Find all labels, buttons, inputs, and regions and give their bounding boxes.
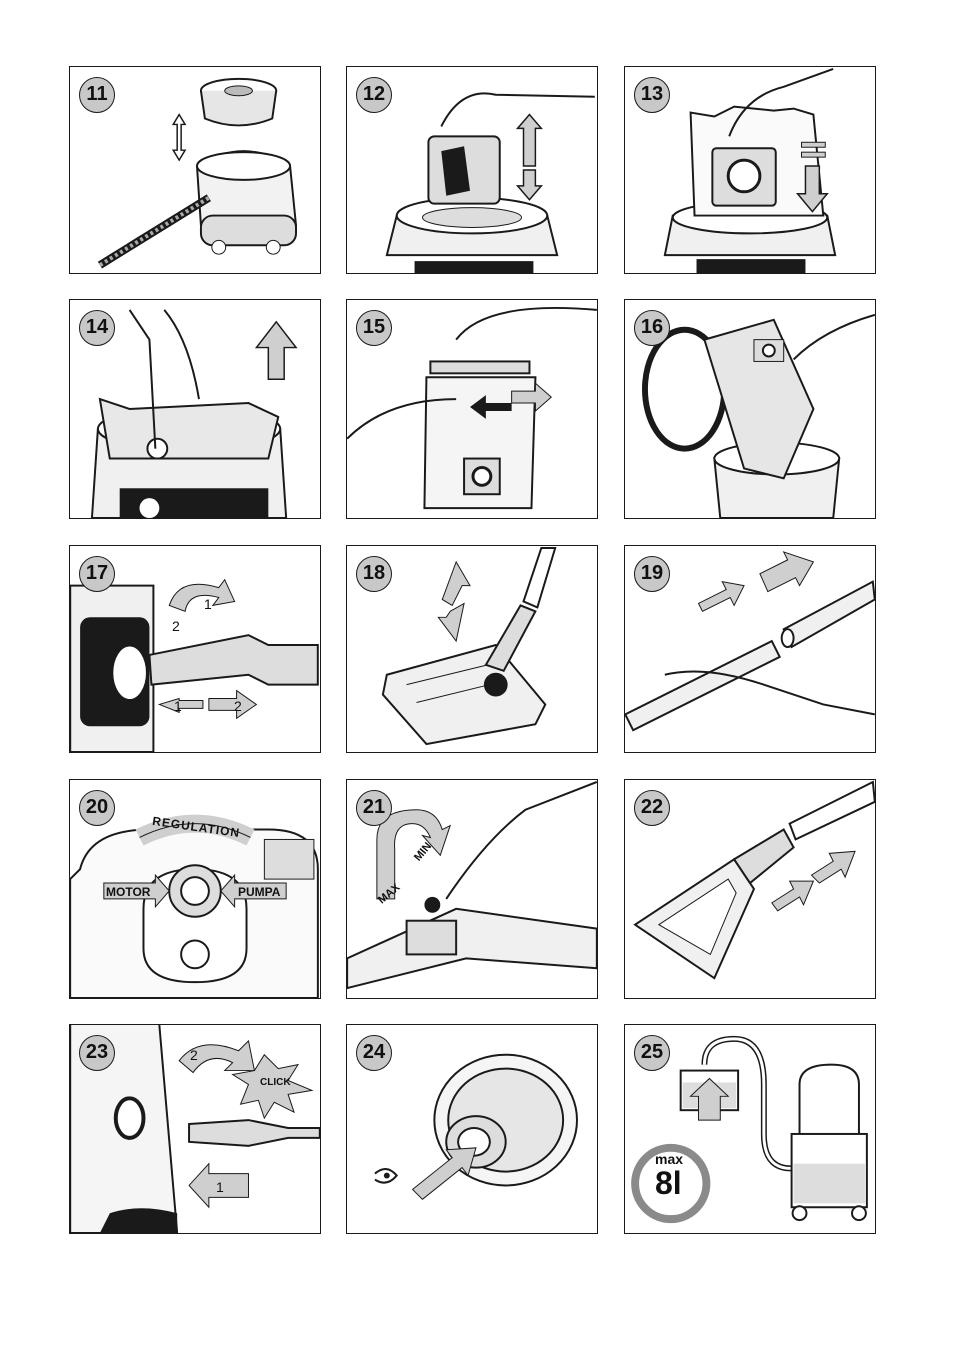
illustration-extension-tubes: [625, 551, 875, 732]
illustration-bag-slider: [347, 306, 597, 510]
illustration-check-filter: [374, 1053, 578, 1200]
panel-25: 25 max 8l: [624, 1024, 876, 1234]
step-badge: 20: [79, 790, 115, 826]
max-volume-label: 8l: [655, 1165, 682, 1201]
step-badge: 15: [356, 310, 392, 346]
step-badge: 19: [634, 556, 670, 592]
motor-label: MOTOR: [106, 885, 151, 899]
illustration-floor-nozzle: [381, 546, 557, 746]
step-number-2: 2: [190, 1047, 198, 1063]
step-number-1-bottom: 1: [174, 698, 182, 714]
step-badge: 22: [634, 790, 670, 826]
panel-14: 14: [69, 299, 321, 519]
panel-18: 18: [346, 545, 598, 753]
click-label: CLICK: [260, 1077, 291, 1088]
step-badge: 21: [356, 790, 392, 826]
step-badge: 23: [79, 1035, 115, 1071]
step-badge: 12: [356, 77, 392, 113]
illustration-remove-filter-cartridge: [385, 92, 595, 273]
panel-15: 15: [346, 299, 598, 519]
panel-24: 24: [346, 1024, 598, 1234]
step-badge: 11: [79, 77, 115, 113]
step-badge: 25: [634, 1035, 670, 1071]
step-number-2-bottom: 2: [234, 698, 242, 714]
step-number-1: 1: [216, 1179, 224, 1195]
pumpa-label: PUMPA: [238, 885, 281, 899]
panel-19: 19: [624, 545, 876, 753]
panel-23: 23 2 CLICK 1: [69, 1024, 321, 1234]
illustration-insert-bag: [663, 68, 837, 273]
illustration-upholstery-nozzle: [633, 780, 875, 980]
step-number-1-top: 1: [204, 596, 212, 612]
step-badge: 16: [634, 310, 670, 346]
max-capacity-label: max: [655, 1151, 684, 1167]
illustration-control-panel: [70, 814, 319, 998]
panel-12: 12: [346, 66, 598, 274]
illustration-fit-bag: [90, 309, 298, 518]
step-badge: 14: [79, 310, 115, 346]
panel-11: 11: [69, 66, 321, 274]
step-badge: 13: [634, 77, 670, 113]
step-badge: 17: [79, 556, 115, 592]
panel-22: 22: [624, 779, 876, 999]
illustration-water-tank: [631, 1035, 868, 1224]
panel-21: 21 MAX MIN: [346, 779, 598, 999]
step-number-2-top: 2: [172, 618, 180, 634]
illustration-connect-spray-hose: [70, 1025, 320, 1233]
panel-17: 17 1 2 1 2: [69, 545, 321, 753]
panel-16: 16: [624, 299, 876, 519]
step-badge: 24: [356, 1035, 392, 1071]
panel-13: 13: [624, 66, 876, 274]
illustration-remove-filter: [97, 77, 298, 269]
illustration-suction-regulator: [347, 781, 597, 990]
step-badge: 18: [356, 556, 392, 592]
illustration-insert-bag-bin: [641, 313, 875, 518]
panel-20: 20 REGULATION MOTOR PUMPA: [69, 779, 321, 999]
illustration-connect-hose: [70, 578, 319, 752]
